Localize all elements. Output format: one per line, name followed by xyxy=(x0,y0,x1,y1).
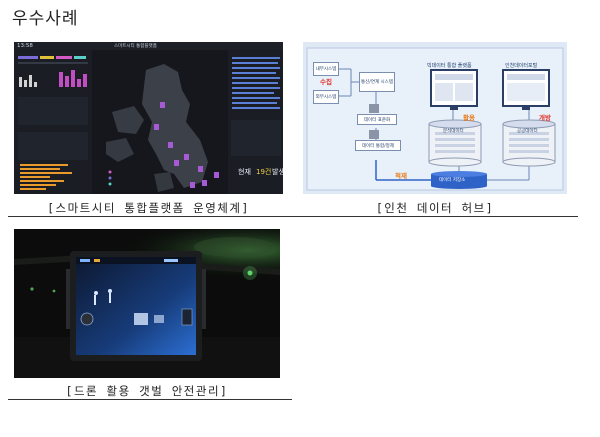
hub-external-system: 외부시스템 xyxy=(313,90,339,104)
hub-public-db: 공공데이터 xyxy=(517,129,538,134)
dashboard-graphics xyxy=(14,42,283,194)
hub-use-tag: 활용 xyxy=(463,114,475,122)
figure-caption-drone: [드론 활용 갯벌 안전관리] xyxy=(65,384,229,398)
dashboard-status-label: 현재 xyxy=(238,168,251,176)
dashboard-status-suffix: 발생 xyxy=(272,168,283,176)
hub-integrate: 데이터 통합/정제 xyxy=(355,140,401,151)
hub-open-portal: 인천데이터포털 xyxy=(505,63,538,69)
hub-analysis-db: 분석데이터 xyxy=(443,129,464,134)
dashboard-header: 스마트시티 통합플랫폼 xyxy=(114,44,157,49)
hub-bigdata-platform: 빅데이터 통합 플랫폼 xyxy=(427,63,472,69)
hub-internal-system: 내부시스템 xyxy=(313,62,339,76)
hub-standardize: 데이터 표준화 xyxy=(357,114,397,125)
hub-connectors xyxy=(306,47,564,191)
figure-caption-smart-city: [스마트시티 통합플랫폼 운영체계] xyxy=(47,201,250,215)
dashboard-clock: 13:58 xyxy=(17,43,33,49)
smart-city-dashboard-image: 13:58 스마트시티 통합플랫폼 현재 19건 발생 xyxy=(14,42,283,194)
hub-collect-tag: 수집 xyxy=(320,78,332,86)
figure-caption-data-hub: [인천 데이터 허브] xyxy=(375,201,495,215)
hub-link-system: 통신/연계 시스템 xyxy=(359,72,395,92)
divider xyxy=(8,216,578,217)
hub-storage: 데이터 저장소 xyxy=(439,178,466,183)
incheon-data-hub-diagram: 내부시스템 외부시스템 수집 통신/연계 시스템 데이터 표준화 데이터 통합/… xyxy=(303,42,567,194)
hub-load-tag: 적재 xyxy=(395,172,407,180)
hub-open-tag: 개방 xyxy=(539,114,551,122)
drone-photo-graphics xyxy=(14,229,280,378)
divider-bottom xyxy=(8,399,292,400)
page-title: 우수사례 xyxy=(12,9,79,29)
dashboard-status-count: 19건 xyxy=(256,168,272,176)
drone-tidal-flat-photo xyxy=(14,229,280,378)
